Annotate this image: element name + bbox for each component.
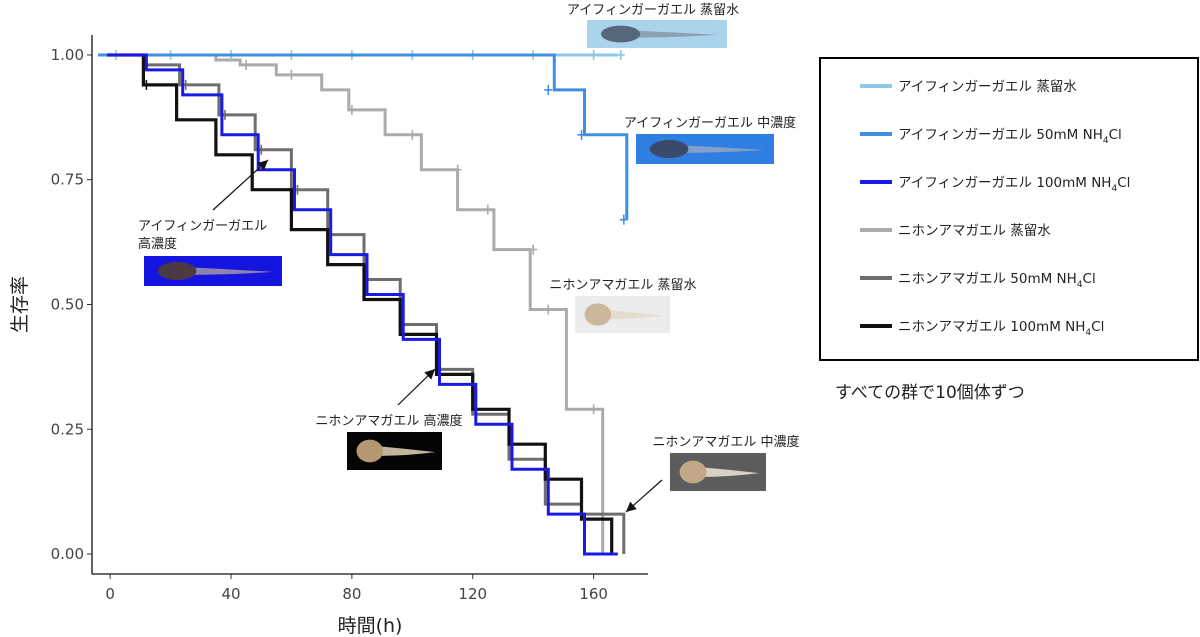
arrow-aifinga-high (212, 159, 269, 211)
legend-label: アイフィンガーガエル 50mM NH4Cl (898, 127, 1122, 146)
tadpole-tail (698, 467, 760, 477)
tadpole-tail (375, 446, 436, 456)
censor-mark (347, 104, 356, 115)
label-aifinga-high-2: 高濃度 (138, 236, 177, 252)
y-axis-title: 生存率 (9, 276, 31, 333)
arrow-head (626, 501, 637, 512)
x-tick-label: 80 (342, 585, 361, 603)
censor-mark (589, 49, 598, 60)
tadpole-body (649, 140, 689, 158)
arrow-nihon-high (397, 368, 436, 406)
label-nihon-medium: ニホンアマガエル 中濃度 (652, 434, 799, 450)
censor-mark (577, 129, 586, 140)
censor-mark (453, 164, 462, 175)
censor-mark (616, 49, 625, 60)
tadpole-tail (185, 267, 273, 275)
tadpole-body (356, 439, 384, 463)
censor-mark (619, 214, 628, 225)
tadpole-photo-aifinga-medium (636, 134, 774, 164)
tadpole-photo-nihon-high (347, 432, 442, 470)
y-tick-label: 1.00 (51, 46, 84, 64)
tadpole-body (601, 25, 641, 43)
y-tick-label: 0.75 (51, 171, 84, 189)
axes: 0.00 0.25 0.50 0.75 1.00 0 40 80 120 160 時間(h) 生存率 (9, 35, 648, 637)
series-line (107, 53, 614, 554)
x-tick-label: 40 (221, 585, 240, 603)
censor-mark (529, 244, 538, 255)
y-tick-label: 0.25 (51, 420, 84, 438)
censor-mark (408, 129, 417, 140)
y-tick-label: 0.50 (51, 296, 84, 314)
legend-label: アイフィンガーガエル 蒸留水 (898, 79, 1077, 95)
legend-label: アイフィンガーガエル 100mM NH4Cl (898, 175, 1130, 194)
censor-mark (242, 59, 251, 70)
legend-label: ニホンアマガエル 蒸留水 (898, 223, 1051, 239)
x-tick-label: 0 (105, 585, 115, 603)
series-line (107, 53, 618, 556)
x-tick-label: 120 (458, 585, 487, 603)
series-line (98, 53, 629, 220)
tadpole-tail (677, 145, 765, 153)
censor-mark (589, 404, 598, 415)
arrow-head (424, 369, 435, 380)
legend-label: ニホンアマガエル 50mM NH4Cl (898, 271, 1096, 290)
tadpole-photo-nihon-medium (670, 453, 766, 491)
arrow-nihon-medium (625, 479, 663, 513)
y-tick-label: 0.00 (51, 545, 84, 563)
x-axis-title: 時間(h) (338, 615, 403, 637)
arrow-head (257, 160, 268, 171)
tadpole-body (157, 262, 197, 280)
censor-mark (544, 304, 553, 315)
sample-size-note: すべての群で10個体ずつ (835, 383, 1025, 403)
tadpole-photo-aifinga-high (144, 256, 282, 286)
tadpole-body (679, 460, 707, 484)
censor-mark (287, 69, 296, 80)
censor-mark (544, 84, 553, 95)
tadpole-photo-nihon-distilled (575, 296, 670, 333)
x-tick-label: 160 (579, 585, 608, 603)
label-aifinga-high: アイフィンガーガエル (138, 219, 267, 234)
legend-label: ニホンアマガエル 100mM NH4Cl (898, 319, 1104, 338)
censor-mark (142, 79, 151, 90)
tadpole-tail (603, 309, 664, 320)
label-aifinga-medium: アイフィンガーガエル 中濃度 (624, 115, 796, 131)
tadpole-body (584, 303, 612, 326)
label-aifinga-distilled: アイフィンガーガエル 蒸留水 (567, 3, 739, 18)
tadpole-tail (629, 30, 718, 38)
censor-mark (483, 204, 492, 215)
label-nihon-distilled: ニホンアマガエル 蒸留水 (549, 278, 696, 293)
legend-box (819, 57, 1199, 361)
series-line (107, 53, 605, 554)
series-layer (98, 49, 629, 556)
tadpole-photo-aifinga-distilled (587, 20, 727, 48)
label-nihon-high: ニホンアマガエル 高濃度 (315, 413, 462, 429)
arrow-shaft (212, 159, 269, 211)
